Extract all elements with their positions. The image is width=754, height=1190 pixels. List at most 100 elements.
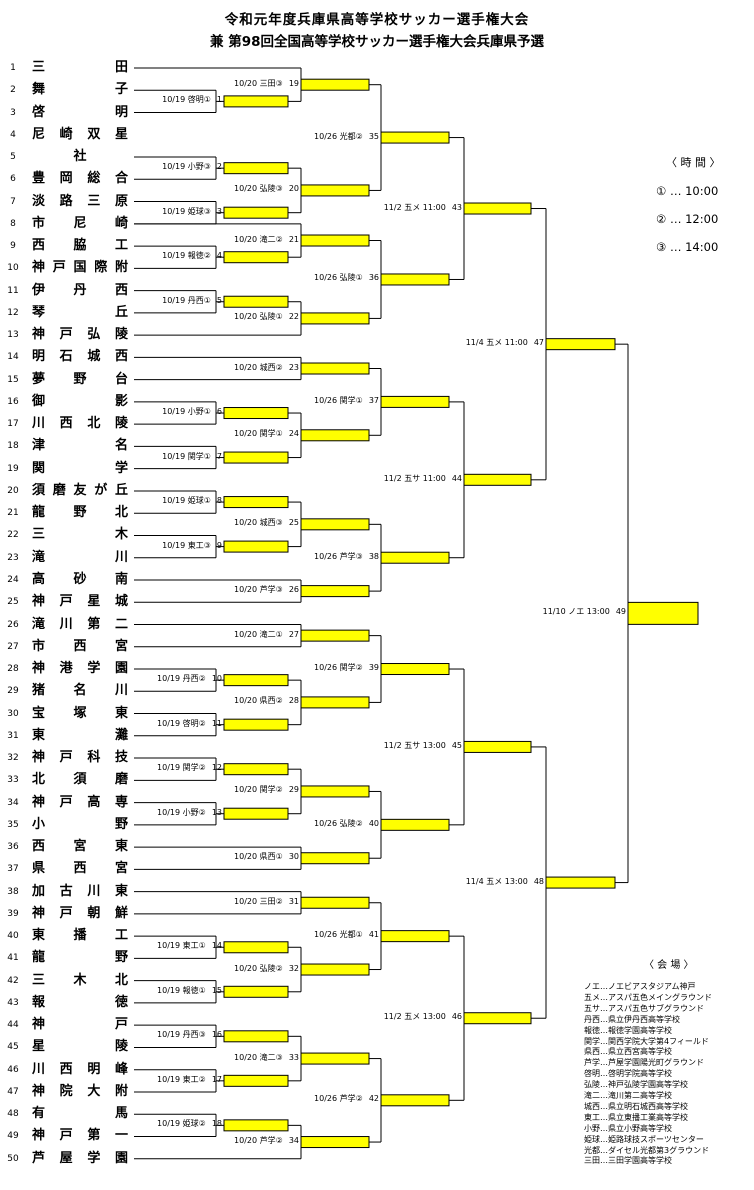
venue-line: 小野…県立小野高等学校 <box>584 1123 672 1133</box>
match-info: 10/20 城西② <box>234 362 283 372</box>
venue-line: 東工…県立東播工業高等学校 <box>584 1112 688 1122</box>
match-info: 10/19 啓明② <box>157 718 206 728</box>
match-info: 10/20 三田② <box>234 896 283 906</box>
match-info: 10/19 東工① <box>157 941 206 951</box>
match-number: 43 <box>451 202 462 212</box>
team-name: 神戸 <box>32 1017 128 1033</box>
match-label: 10/19 報徳② 4 <box>162 251 222 261</box>
team-seed: 23 <box>7 552 19 563</box>
team-seed: 27 <box>7 641 19 652</box>
winner-bar <box>627 601 699 625</box>
venue-line: 丹西…県立伊丹西高等学校 <box>584 1014 680 1024</box>
match-number: 37 <box>368 395 379 405</box>
winner-bar <box>300 1136 370 1149</box>
match-info: 10/26 弘陵① <box>314 273 363 283</box>
winner-bar <box>300 896 370 909</box>
venue-line: 関学…関西学院大学第4フィールド <box>584 1036 709 1046</box>
match-info: 10/20 三田③ <box>234 78 283 88</box>
team-name: 神港学園 <box>32 661 128 677</box>
match-label: 10/20 弘陵③ 20 <box>234 184 299 194</box>
winner-bar <box>300 1052 370 1065</box>
match-number: 45 <box>451 740 462 750</box>
team-seed: 8 <box>10 218 16 229</box>
team-seed: 14 <box>7 352 19 363</box>
team-seed: 21 <box>7 508 19 519</box>
winner-bar <box>463 473 532 486</box>
match-info: 10/20 関学① <box>234 429 283 439</box>
team-seed: 1 <box>10 63 16 73</box>
winner-bar <box>223 295 289 308</box>
team-seed: 41 <box>7 953 19 964</box>
page-title: 令和元年度兵庫県高等学校サッカー選手権大会 <box>224 12 530 28</box>
match-label: 11/2 五サ 13:00 45 <box>384 741 462 751</box>
match-info: 10/19 丹西② <box>157 674 206 684</box>
match-info: 10/26 弘陵② <box>314 818 363 828</box>
match-info: 10/20 弘陵② <box>234 963 283 973</box>
winner-bar <box>223 206 289 219</box>
match-number: 40 <box>368 818 379 828</box>
match-info: 10/20 滝二① <box>234 629 283 639</box>
team-seed: 35 <box>7 819 19 830</box>
winner-bar <box>300 362 370 375</box>
venue-line: 姫球…姫路球技スポーツセンター <box>584 1134 704 1144</box>
team-name: 津名 <box>32 438 128 454</box>
team-seed: 44 <box>7 1020 19 1031</box>
match-info: 10/19 小野① <box>162 407 211 417</box>
match-info: 10/20 弘陵① <box>234 312 283 322</box>
team-seed: 19 <box>7 463 19 474</box>
team-name: 猪名川 <box>32 683 128 699</box>
team-seed: 46 <box>7 1064 19 1075</box>
winner-bar <box>300 785 370 798</box>
match-info: 10/20 弘陵③ <box>234 184 283 194</box>
team-seed: 15 <box>7 374 19 385</box>
team-name: 龍野 <box>32 950 128 966</box>
team-name: 加古川東 <box>32 883 128 899</box>
time-slot-3: ③ … 14:00 <box>656 240 719 254</box>
match-number: 24 <box>288 429 299 439</box>
team-seed: 6 <box>10 174 16 185</box>
team-seed: 3 <box>10 107 16 118</box>
team-seed: 11 <box>7 285 19 296</box>
winner-bar <box>300 696 370 709</box>
match-number: 2 <box>216 162 222 172</box>
team-name: 三木北 <box>32 972 128 988</box>
match-info: 10/20 滝二③ <box>234 1052 283 1062</box>
winner-bar <box>223 496 289 509</box>
match-info: 10/19 報徳② <box>162 251 211 261</box>
venue-line: 滝二…滝川第二高等学校 <box>584 1091 672 1100</box>
team-name: 三田 <box>32 60 128 75</box>
team-seed: 16 <box>7 396 19 407</box>
match-info: 11/2 五サ 13:00 <box>383 740 446 750</box>
team-name: 神戸国際附 <box>32 260 128 276</box>
match-number: 4 <box>216 251 222 261</box>
team-seed: 50 <box>7 1153 19 1164</box>
match-number: 31 <box>288 896 299 906</box>
page-subtitle: 兼 第98回全国高等学校サッカー選手権大会兵庫県予選 <box>210 34 544 50</box>
match-number: 1 <box>216 95 222 105</box>
winner-bar <box>545 338 616 351</box>
match-number: 35 <box>368 131 379 141</box>
match-number: 22 <box>288 312 299 322</box>
team-seed: 12 <box>7 307 19 318</box>
winner-bar <box>300 629 370 642</box>
winner-bar <box>300 312 370 325</box>
team-name: 啓明 <box>32 104 128 120</box>
match-number: 9 <box>216 540 222 550</box>
winner-bar <box>223 985 289 998</box>
winner-bar <box>223 674 289 687</box>
match-number: 20 <box>288 184 299 194</box>
winner-bar <box>223 1030 289 1043</box>
